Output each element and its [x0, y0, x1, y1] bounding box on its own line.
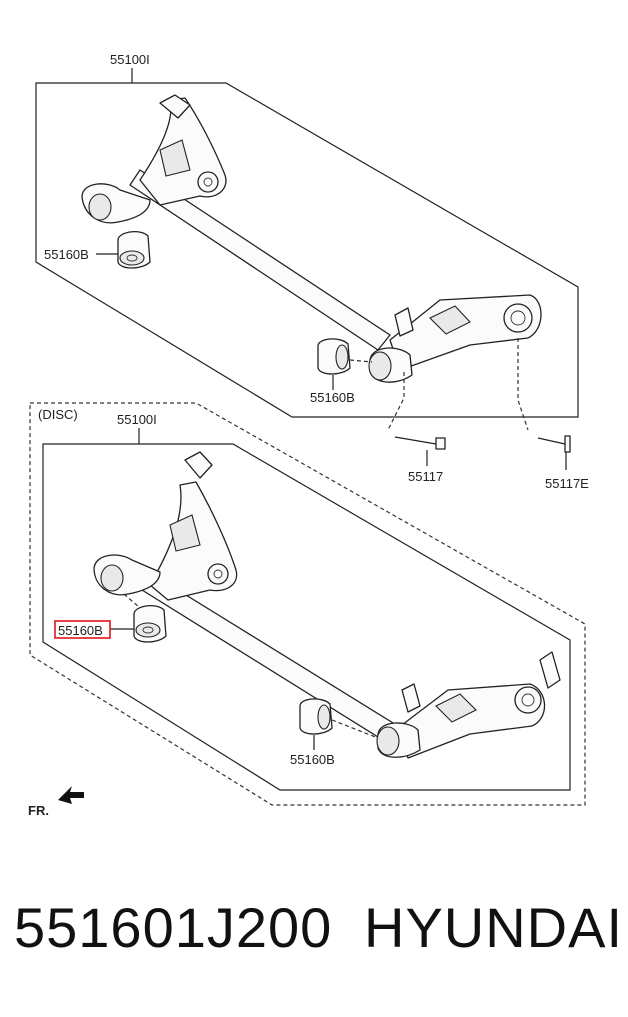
front-direction-label: FR.: [28, 803, 49, 818]
bolt-e-guide-line: [517, 338, 529, 431]
top-axle-beam: [81, 94, 542, 383]
top-right-bushing: [317, 338, 351, 375]
bolt-label: 55117: [408, 469, 443, 484]
bolt-55117: [394, 436, 446, 450]
top-assembly-label: 55100I: [110, 52, 150, 67]
bolt-55117e: [537, 435, 571, 453]
bolt-e-label: 55117E: [545, 476, 589, 491]
bottom-left-bushing: [133, 604, 167, 643]
top-group-frame: [35, 82, 579, 418]
bottom-right-bushing-label: 55160B: [290, 752, 335, 767]
parts-diagram: 55100I 55160B 55160B: [28, 52, 589, 818]
bottom-axle-beam: [93, 451, 561, 759]
brand-name: HYUNDAI: [364, 896, 624, 959]
bottom-right-bushing: [299, 698, 333, 735]
front-direction-arrow: [58, 786, 84, 804]
top-right-bushing-guide: [349, 359, 373, 363]
top-left-bushing-label: 55160B: [44, 247, 89, 262]
bottom-left-bushing-label: 55160B: [58, 623, 103, 638]
bottom-group-frame: [42, 443, 571, 791]
top-right-bushing-label: 55160B: [310, 390, 355, 405]
bottom-right-bushing-guide: [331, 719, 379, 739]
bottom-left-bushing-guide: [123, 593, 141, 609]
part-number: 551601J200: [14, 896, 333, 959]
bottom-assembly-label: 55100I: [117, 412, 157, 427]
top-left-bushing: [117, 230, 151, 269]
highlight-box: [54, 620, 111, 639]
disc-group-outer-frame: [29, 402, 586, 806]
bolt-guide-line: [387, 372, 405, 431]
disc-variant-label: (DISC): [38, 407, 78, 422]
